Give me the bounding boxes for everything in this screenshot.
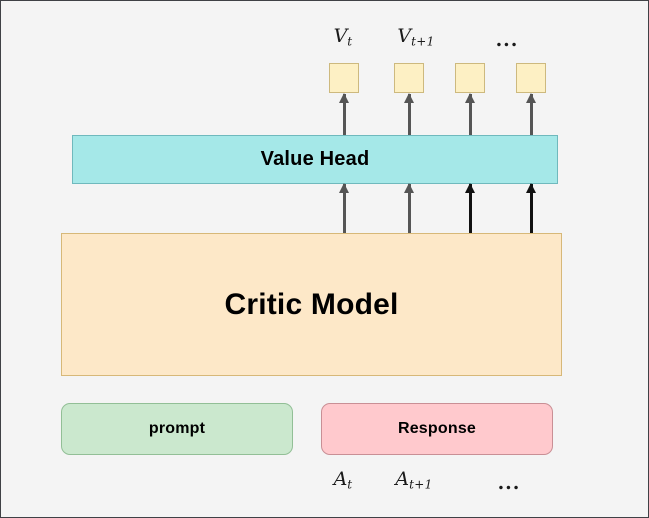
critic-model-box[interactable]: Critic Model [61, 233, 562, 376]
action-label-at1-base: A [395, 468, 410, 490]
prompt-label: prompt [148, 420, 206, 437]
value-output-box-4 [516, 63, 546, 93]
value-label-vt1-sub: t+1 [411, 34, 435, 49]
action-label-at-base: A [333, 468, 348, 490]
arrow-head [464, 183, 475, 193]
action-label-at1: At+1 [395, 468, 433, 492]
value-output-box-3 [455, 63, 485, 93]
value-label-vt1: Vt+1 [397, 25, 435, 49]
arrow-head [403, 183, 414, 193]
arrow-shaft [468, 184, 472, 233]
arrow-shaft [342, 184, 346, 233]
value-label-ellipsis: ... [495, 29, 519, 51]
action-label-at1-sub: t+1 [409, 477, 433, 492]
arrow-shaft [407, 184, 411, 233]
value-head-label: Value Head [260, 148, 370, 170]
response-box[interactable]: Response [321, 403, 553, 455]
arrow-head [338, 183, 349, 193]
value-label-vt: Vt [333, 25, 353, 49]
action-label-at: At [333, 468, 353, 492]
arrow-shaft [529, 184, 533, 233]
value-label-vt-sub: t [347, 34, 353, 49]
value-output-box-2 [394, 63, 424, 93]
response-label: Response [397, 420, 477, 437]
value-label-vt-base: V [333, 25, 348, 47]
arrow-shaft [342, 94, 346, 135]
arrow-shaft [468, 94, 472, 135]
arrow-shaft [529, 94, 533, 135]
action-label-ellipsis: ... [497, 472, 521, 494]
arrow-head [525, 93, 536, 103]
arrow-shaft [407, 94, 411, 135]
arrow-head [464, 93, 475, 103]
arrow-head [525, 183, 536, 193]
value-head-box[interactable]: Value Head [72, 135, 558, 184]
value-output-box-1 [329, 63, 359, 93]
arrow-head [403, 93, 414, 103]
arrow-head [338, 93, 349, 103]
action-label-at-sub: t [347, 477, 353, 492]
critic-model-label: Critic Model [224, 287, 399, 321]
prompt-box[interactable]: prompt [61, 403, 293, 455]
value-label-vt1-base: V [397, 25, 412, 47]
